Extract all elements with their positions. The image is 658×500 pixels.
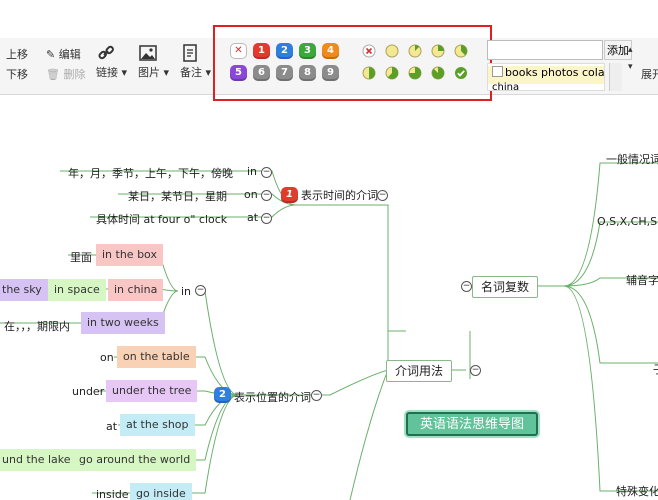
- in-label[interactable]: in: [181, 285, 192, 298]
- collapse-place-icon[interactable]: −: [311, 390, 322, 401]
- mindmap-canvas: 英语语法思维导图 介词用法 − 名词复数 − 一般情况词 O,S,X,CH,SH…: [0, 95, 658, 500]
- edit-button[interactable]: ✎ 编辑: [46, 46, 81, 62]
- in-the-box-tag[interactable]: in the box: [96, 244, 163, 266]
- priority-3-icon[interactable]: 3: [299, 43, 316, 59]
- time-row-2-desc[interactable]: 某日，某节日，星期: [128, 190, 227, 203]
- central-topic[interactable]: 英语语法思维导图: [406, 412, 538, 436]
- time-topic[interactable]: 表示时间的介词: [301, 189, 378, 202]
- pencil-icon: ✎: [46, 48, 56, 61]
- go-inside-tag[interactable]: go inside: [130, 483, 192, 500]
- remove-priority-icon[interactable]: ✕: [230, 43, 247, 59]
- progress-25-icon[interactable]: [431, 44, 445, 58]
- in-the-sky-tag[interactable]: the sky: [0, 279, 48, 301]
- time-row-1-desc[interactable]: 年，月，季节，上午，下午，傍晚: [68, 167, 233, 180]
- priority-2-icon[interactable]: 2: [276, 43, 293, 59]
- time-row-1-prep[interactable]: in: [247, 165, 258, 178]
- progress-0-icon[interactable]: [385, 44, 399, 58]
- note-label: 备注: [180, 66, 202, 79]
- expand-button[interactable]: 展开: [641, 68, 658, 81]
- tag-item-label: books photos colas: [505, 66, 605, 79]
- delete-button[interactable]: 🗑 删除: [46, 66, 85, 82]
- progress-75-icon[interactable]: [408, 66, 422, 80]
- tag-item[interactable]: books photos colas: [488, 66, 605, 84]
- under-label[interactable]: under: [72, 385, 105, 398]
- topic-noun-plural[interactable]: 名词复数: [472, 276, 539, 298]
- in-space-tag[interactable]: in space: [48, 279, 106, 301]
- progress-50-icon[interactable]: [362, 66, 376, 80]
- link-icon: [98, 44, 121, 62]
- priority-2-badge: 2: [214, 387, 231, 403]
- collapse-in-icon[interactable]: −: [195, 285, 206, 296]
- time-row-3-desc[interactable]: 具体时间 at four o" clock: [96, 213, 228, 226]
- note-button[interactable]: 备注 ▾: [180, 44, 211, 80]
- topic-prepositions[interactable]: 介词用法: [386, 360, 453, 382]
- in-china-tag[interactable]: in china: [108, 279, 164, 301]
- right-topic-1[interactable]: 一般情况词: [606, 153, 658, 166]
- on-the-table-tag[interactable]: on the table: [117, 346, 196, 368]
- at-label[interactable]: at: [106, 420, 118, 433]
- right-topic-2[interactable]: O,S,X,CH,SH: [597, 215, 658, 228]
- tag-input[interactable]: [487, 40, 603, 60]
- right-topic-5[interactable]: 子: [653, 361, 658, 377]
- inside-label-2[interactable]: inside: [96, 488, 129, 500]
- delete-label: 删除: [63, 68, 86, 81]
- tag-item-2: china: [492, 82, 520, 91]
- image-label: 图片: [138, 66, 160, 79]
- priority-1-icon[interactable]: 1: [253, 43, 270, 59]
- time-row-2-prep[interactable]: on: [244, 188, 258, 201]
- toolbar: 上移 下移 ✎ 编辑 🗑 删除 链接 ▾ 图片 ▾ 备注 ▾ ✕ 1 2 3 4…: [0, 0, 658, 101]
- priority-8-icon[interactable]: 8: [299, 65, 316, 81]
- priority-9-icon[interactable]: 9: [322, 65, 339, 81]
- on-label[interactable]: on: [100, 351, 114, 364]
- progress-12-icon[interactable]: [408, 44, 422, 58]
- priority-5-icon[interactable]: 5: [230, 65, 247, 81]
- time-row-3-prep[interactable]: at: [247, 211, 259, 224]
- move-up-button[interactable]: 上移: [6, 48, 28, 61]
- place-topic[interactable]: 表示位置的介词: [234, 391, 311, 404]
- inside-label[interactable]: 里面: [70, 251, 92, 264]
- collapse-icon[interactable]: −: [261, 167, 272, 178]
- period-label[interactable]: 在，，，期限内: [4, 320, 70, 333]
- around-the-lake-tag[interactable]: und the lake: [0, 449, 77, 471]
- image-icon: [139, 44, 163, 62]
- progress-37-icon[interactable]: [454, 44, 468, 58]
- remove-progress-icon[interactable]: [362, 44, 376, 58]
- icon-highlight-box: [213, 25, 492, 101]
- move-down-button[interactable]: 下移: [6, 68, 28, 81]
- in-two-weeks-tag[interactable]: in two weeks: [81, 312, 165, 334]
- note-icon: [183, 44, 205, 62]
- tag-list: books photos colas china: [487, 63, 605, 91]
- under-the-tree-tag[interactable]: under the tree: [106, 380, 198, 402]
- add-tag-button[interactable]: 添加: [604, 40, 632, 60]
- at-the-shop-tag[interactable]: at the shop: [120, 414, 195, 436]
- link-button[interactable]: 链接 ▾: [96, 44, 127, 80]
- tag-checkbox[interactable]: [492, 66, 503, 77]
- tag-scrollbar[interactable]: [609, 63, 622, 91]
- collapse-prep-icon[interactable]: −: [470, 365, 481, 376]
- dropdown-arrow-icon[interactable]: ▴: [628, 45, 633, 55]
- progress-87-icon[interactable]: [431, 66, 445, 80]
- collapse-icon[interactable]: −: [261, 190, 272, 201]
- priority-1-badge: 1: [281, 187, 298, 203]
- image-button[interactable]: 图片 ▾: [138, 44, 169, 80]
- go-around-the-world-tag[interactable]: go around the world: [73, 449, 197, 471]
- dropdown-arrow-icon-2[interactable]: ▾: [628, 62, 633, 72]
- priority-7-icon[interactable]: 7: [276, 65, 293, 81]
- priority-6-icon[interactable]: 6: [253, 65, 270, 81]
- edit-label: 编辑: [58, 48, 81, 61]
- trash-icon: 🗑: [46, 68, 60, 81]
- collapse-time-icon[interactable]: −: [377, 190, 388, 201]
- link-label: 链接: [96, 66, 118, 79]
- right-topic-4[interactable]: 特殊变化: [616, 485, 658, 498]
- progress-62-icon[interactable]: [385, 66, 399, 80]
- right-topic-3[interactable]: 辅音字: [626, 274, 658, 287]
- toolbar-top-strip: [0, 0, 658, 38]
- priority-4-icon[interactable]: 4: [322, 43, 339, 59]
- collapse-icon[interactable]: −: [261, 213, 272, 224]
- progress-done-icon[interactable]: [454, 66, 468, 80]
- collapse-noun-icon[interactable]: −: [461, 281, 472, 292]
